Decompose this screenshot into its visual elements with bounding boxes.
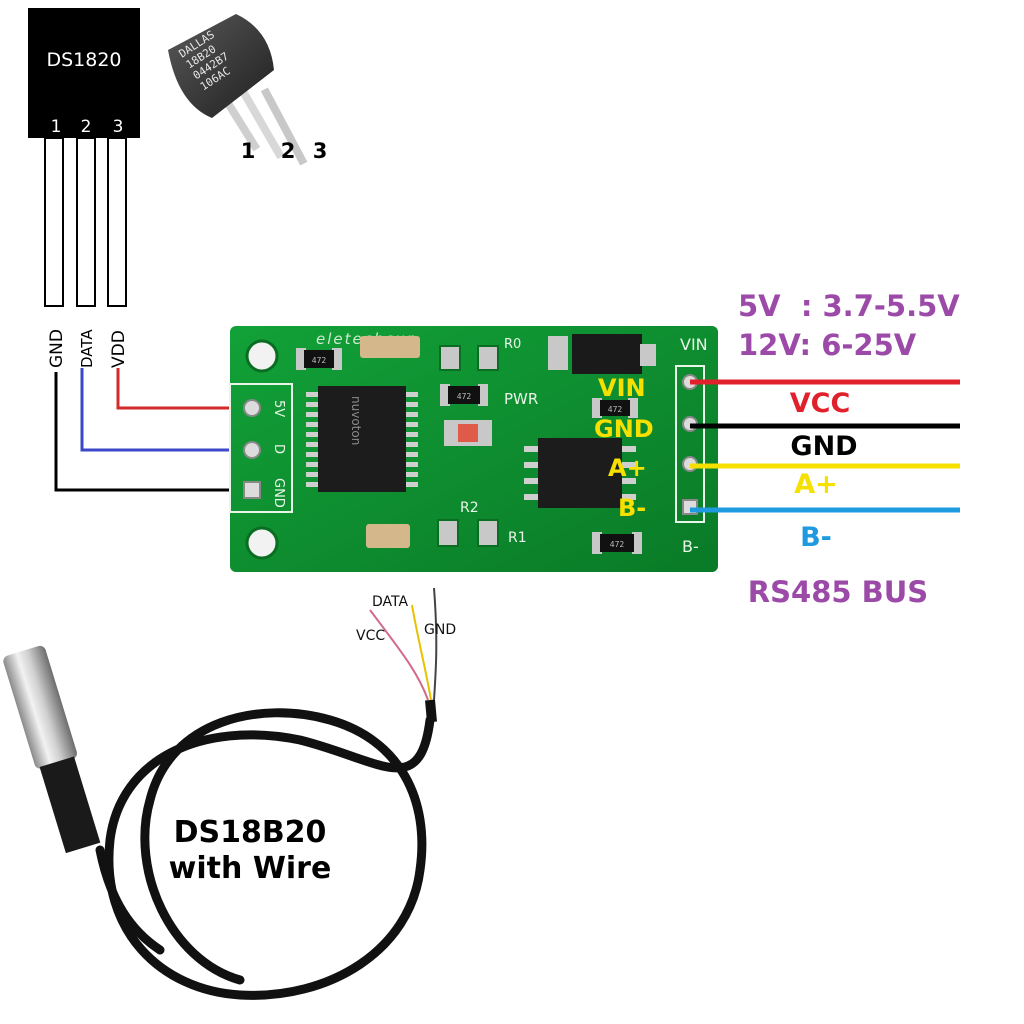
wire-vdd bbox=[116, 368, 258, 410]
rs485-transceiver-ic bbox=[524, 438, 636, 508]
silk-pwr: PWR bbox=[504, 390, 538, 408]
smd-capacitor-bottom bbox=[366, 524, 410, 548]
probe-wire-gnd bbox=[433, 587, 438, 701]
wire-data bbox=[80, 368, 258, 452]
smd-pad-r2b bbox=[477, 519, 499, 547]
probe-caption-line2: with Wire bbox=[169, 851, 332, 886]
header-label-a: A+ bbox=[608, 454, 647, 482]
silk-gnd: GND bbox=[271, 478, 286, 508]
transistor-pad bbox=[548, 336, 568, 370]
silk-r0: R0 bbox=[504, 337, 521, 352]
pin-number-1: 1 bbox=[51, 117, 62, 137]
pwr-led-lens bbox=[458, 424, 478, 442]
left-header-outline bbox=[229, 383, 293, 513]
to92-pin-2: 2 bbox=[281, 139, 296, 163]
sensor-wires bbox=[54, 368, 258, 492]
probe-photo: DATA VCC GND DS18B20 with Wire bbox=[3, 587, 456, 1000]
rs485-ic-body bbox=[538, 438, 622, 508]
pin-name-gnd: GND bbox=[47, 329, 67, 368]
probe-label-vcc: VCC bbox=[356, 628, 385, 644]
bus-label-b: B- bbox=[800, 522, 832, 553]
to92-package-photo: DALLAS 18B20 0442B7 106AC 1 2 3 bbox=[168, 14, 328, 166]
to92-pin-3: 3 bbox=[313, 139, 328, 163]
header-label-b: B- bbox=[618, 494, 646, 522]
probe-label-gnd: GND bbox=[424, 622, 456, 638]
probe-wire-vcc bbox=[369, 609, 429, 701]
wire-gnd bbox=[54, 372, 258, 492]
smd-resistor-pwr: 472 bbox=[440, 384, 488, 406]
pin-lead-2 bbox=[76, 137, 96, 307]
pin-number-3: 3 bbox=[113, 117, 124, 137]
right-header-outline bbox=[675, 365, 705, 523]
pin-lead-1 bbox=[44, 137, 64, 307]
smd-pad-r2a bbox=[437, 519, 459, 547]
chip-label: DS1820 bbox=[46, 49, 121, 71]
power-spec-line2: 12V: 6-25V bbox=[738, 328, 917, 362]
to92-body bbox=[168, 14, 274, 118]
silk-vin-top: VIN bbox=[680, 335, 708, 354]
resistor-code: 472 bbox=[312, 356, 327, 365]
silk-d: D bbox=[271, 444, 286, 454]
bus-label-a: A+ bbox=[794, 469, 838, 500]
transistor-pad-2 bbox=[640, 344, 656, 366]
bus-wires: VCC GND A+ B- bbox=[690, 379, 960, 553]
probe-wire-data bbox=[411, 604, 432, 701]
silk-b-bottom: B- bbox=[682, 537, 699, 556]
probe-cable-end bbox=[95, 845, 165, 955]
mount-hole-bottom-left bbox=[245, 526, 279, 560]
cable-jacket-end bbox=[425, 699, 437, 723]
smd-resistor-right: 472 bbox=[592, 398, 638, 418]
silk-r1: R1 bbox=[508, 530, 527, 546]
silk-r2: R2 bbox=[460, 500, 479, 516]
ds1820-symbol: DS1820 1 2 3 GND DATA VDD bbox=[28, 8, 140, 368]
bus-label-gnd: GND bbox=[790, 431, 857, 462]
chip-body bbox=[28, 8, 140, 138]
svg-text:472: 472 bbox=[608, 405, 623, 414]
header-label-gnd: GND bbox=[594, 415, 654, 443]
smd-resistor-bottom-right: 472 bbox=[592, 532, 642, 554]
smd-pad-b bbox=[477, 345, 499, 371]
mount-hole-top-left bbox=[245, 339, 279, 373]
transistor-body bbox=[572, 334, 642, 374]
pin-name-data: DATA bbox=[78, 329, 96, 368]
probe-caption-line1: DS18B20 bbox=[174, 815, 327, 850]
smd-resistor-top-left: 472 bbox=[296, 348, 342, 370]
probe-steel-tube bbox=[3, 645, 101, 854]
bus-label-vcc: VCC bbox=[790, 388, 851, 419]
main-ic-body bbox=[318, 386, 406, 492]
header-label-vin: VIN bbox=[598, 374, 646, 402]
to92-lead-3 bbox=[260, 87, 308, 166]
pin-lead-3 bbox=[107, 137, 127, 307]
to92-pin-1: 1 bbox=[241, 139, 256, 163]
pin-name-vdd: VDD bbox=[109, 330, 129, 368]
bus-title: RS485 BUS bbox=[748, 575, 928, 609]
pad-gnd bbox=[243, 481, 261, 499]
pad-d bbox=[243, 441, 261, 459]
to92-lead-2 bbox=[236, 84, 285, 160]
pad-5v bbox=[243, 399, 261, 417]
probe-cable bbox=[104, 708, 435, 1000]
svg-text:472: 472 bbox=[610, 540, 625, 549]
smd-capacitor-top bbox=[360, 336, 420, 358]
converter-board: 5V D GND eletechsup nuvoton 472 R0 bbox=[229, 326, 718, 572]
probe-label-data: DATA bbox=[372, 594, 408, 610]
pin-number-2: 2 bbox=[81, 117, 92, 137]
silk-5v: 5V bbox=[271, 400, 286, 417]
svg-text:472: 472 bbox=[457, 392, 472, 401]
main-ic-marking: nuvoton bbox=[349, 396, 363, 445]
smd-pad-a bbox=[439, 345, 461, 371]
power-spec-line1: 5V : 3.7-5.5V bbox=[738, 289, 960, 323]
main-ic: nuvoton bbox=[306, 386, 418, 492]
